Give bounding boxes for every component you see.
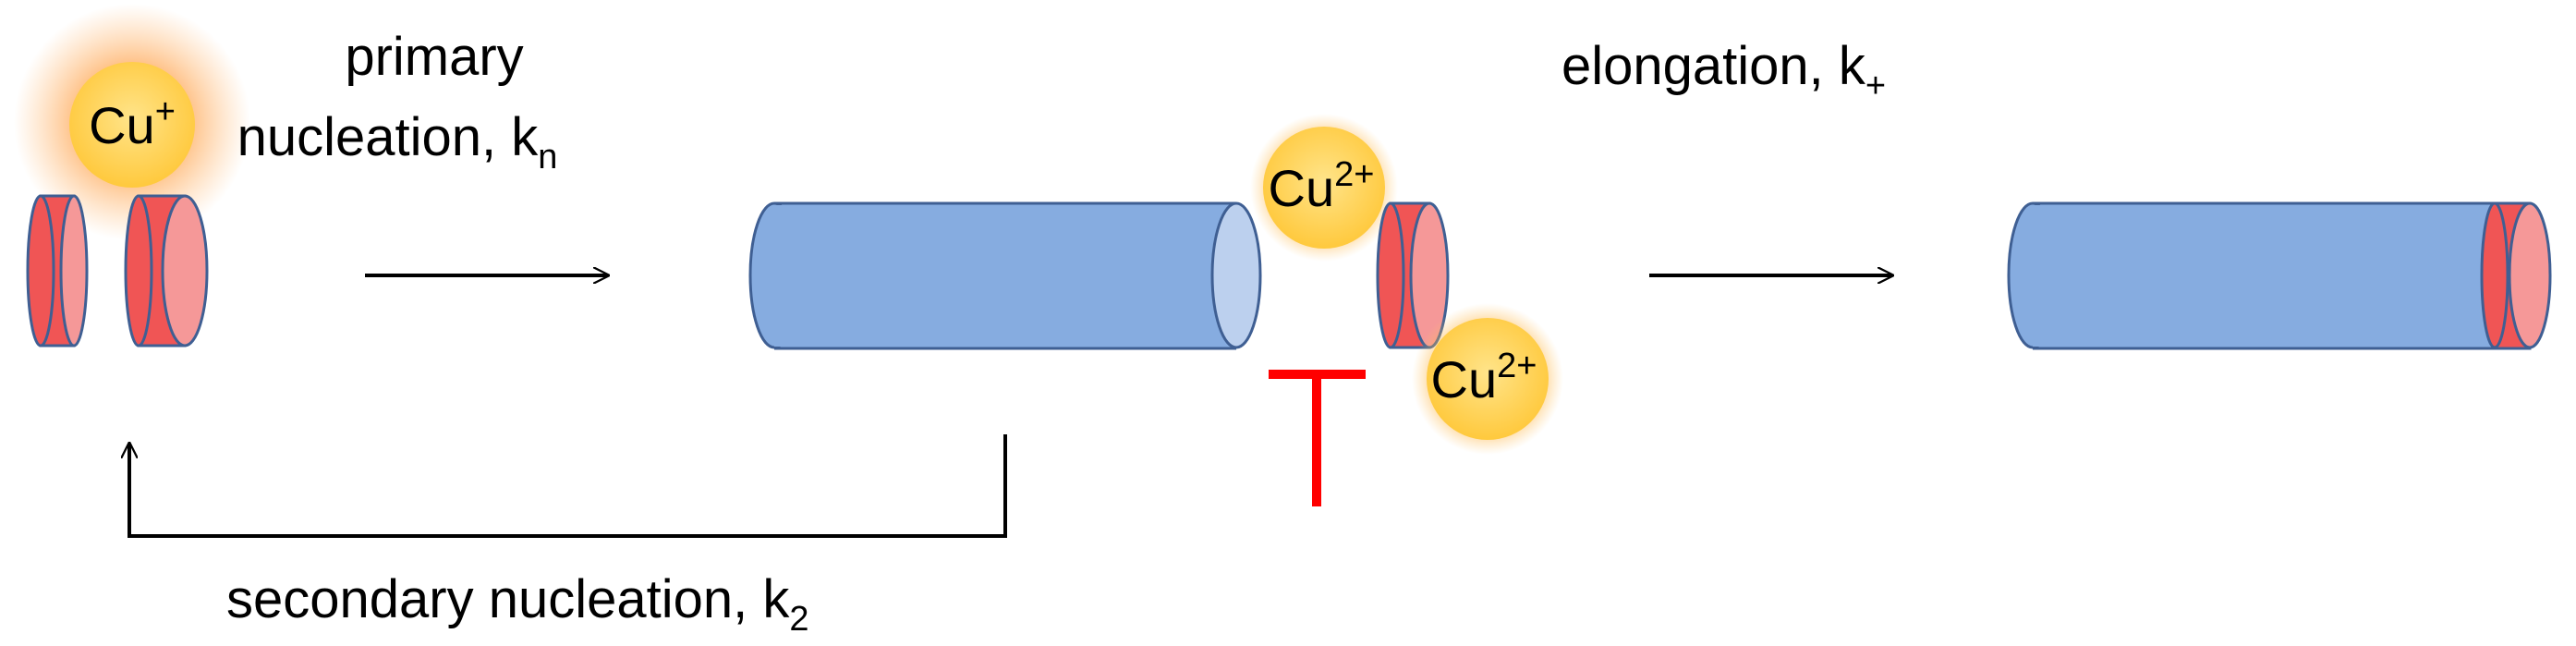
cu2-bottom-charge: 2+ [1497, 347, 1537, 385]
cu2-bottom-base: Cu [1431, 350, 1498, 408]
elongation-label: elongation, k+ [1561, 36, 1886, 105]
svg-text:Cu2+: Cu2+ [1431, 347, 1537, 408]
elongation-rate-subscript: + [1865, 67, 1886, 105]
cu-plus-base: Cu [89, 96, 155, 154]
inhibition-symbol [1269, 370, 1366, 506]
secondary-label: secondary nucleation, k2 [226, 569, 809, 639]
elongation-label-text: elongation, k [1561, 36, 1866, 96]
secondary-nucleation-arrow [129, 434, 1007, 538]
cu-plus-charge: + [155, 92, 176, 131]
monomer-1 [26, 194, 89, 347]
monomer-2 [124, 194, 209, 347]
cu2-top-base: Cu [1269, 159, 1335, 217]
primary-label-text: nucleation, k [237, 107, 540, 167]
secondary-rate-subscript: 2 [789, 600, 808, 639]
cu2-bottom-ion: Cu2+ [1412, 303, 1563, 455]
secondary-label-text: secondary nucleation, k [226, 569, 790, 629]
fibril-2 [2007, 201, 2552, 350]
primary-label-line1: primary [345, 27, 523, 87]
cu2-top-charge: 2+ [1334, 155, 1374, 194]
svg-text:Cu2+: Cu2+ [1269, 155, 1375, 217]
monomer-3 [1376, 201, 1450, 349]
svg-text:Cu+: Cu+ [89, 92, 176, 154]
cu-plus-ion: Cu+ [69, 62, 195, 188]
cu2-top-ion: Cu2+ [1250, 114, 1398, 262]
primary-label-line2: nucleation, kn [237, 107, 558, 177]
fibril-1 [748, 201, 1262, 350]
primary-rate-subscript: n [538, 138, 557, 177]
